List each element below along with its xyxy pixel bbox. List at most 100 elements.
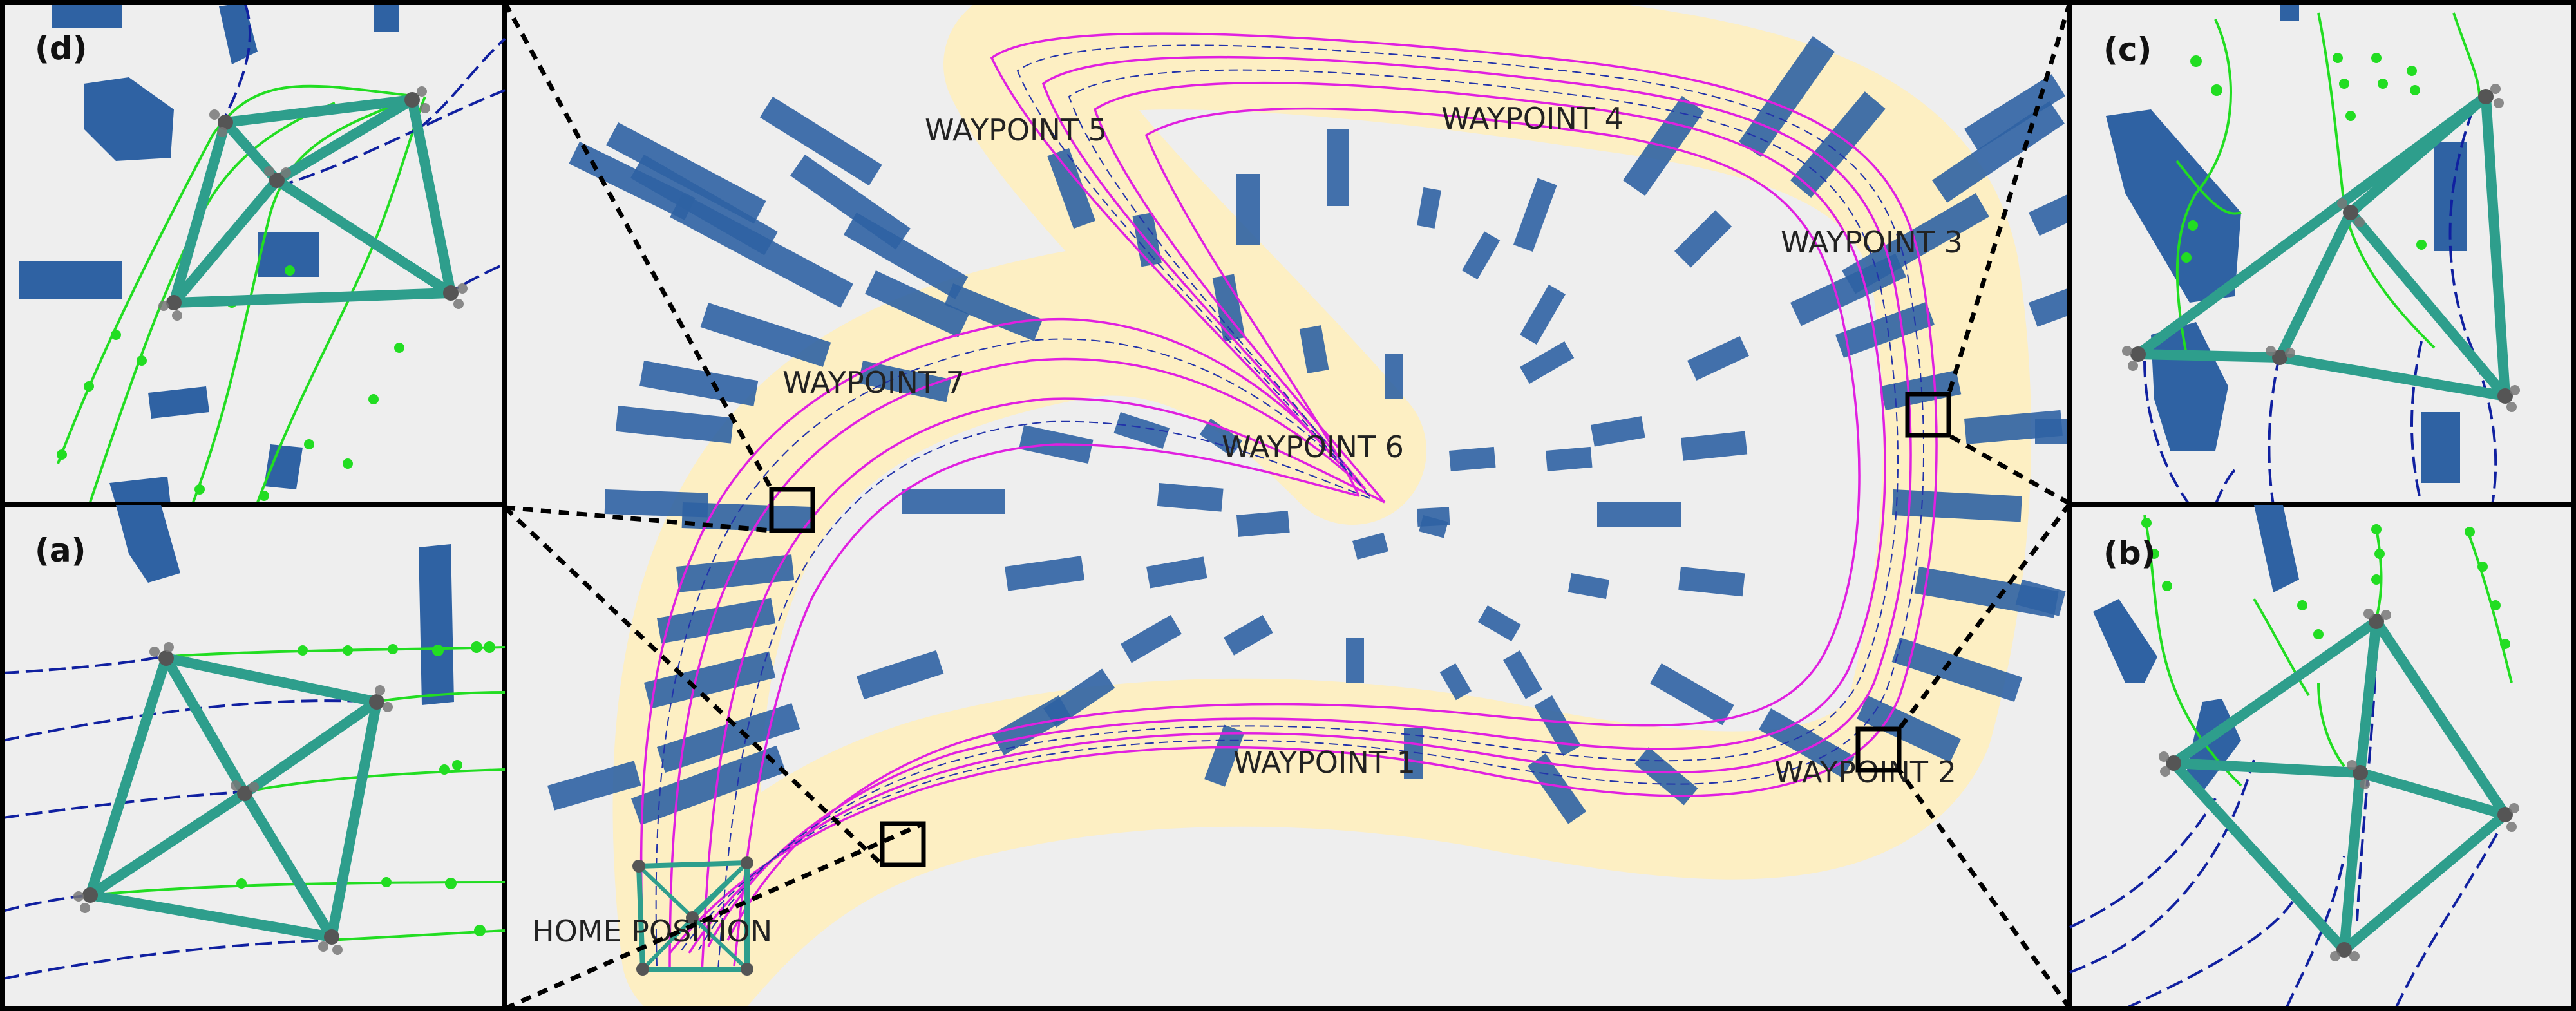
reference-path xyxy=(698,69,1899,970)
building xyxy=(902,489,1005,514)
green-dot xyxy=(343,645,353,656)
formation-edge xyxy=(2133,349,2285,363)
building xyxy=(1513,178,1557,252)
green-dot xyxy=(445,878,457,889)
blue-trail xyxy=(2410,341,2423,506)
green-trail xyxy=(2253,598,2310,697)
formation-edge xyxy=(161,653,382,707)
building xyxy=(1462,231,1501,279)
drone-marker xyxy=(158,295,182,321)
building xyxy=(2029,287,2080,327)
inset-b-formation xyxy=(2159,609,2519,961)
green-trail xyxy=(160,646,506,658)
building xyxy=(1880,370,1962,411)
building xyxy=(1212,274,1245,341)
building xyxy=(52,3,122,28)
formation-edge xyxy=(85,653,171,900)
drone-marker xyxy=(686,911,699,924)
green-dot xyxy=(381,877,392,887)
green-trail xyxy=(256,96,426,503)
formation-edge xyxy=(327,697,382,942)
building xyxy=(1417,507,1450,527)
drone-marker xyxy=(73,887,98,913)
building xyxy=(1678,567,1745,597)
green-dot xyxy=(2162,581,2172,591)
reference-path xyxy=(655,44,1925,967)
green-dot xyxy=(2371,524,2382,534)
zoom-connector xyxy=(502,1,774,491)
blue-trail xyxy=(2,656,162,674)
building xyxy=(1681,431,1748,461)
formation-edge xyxy=(169,288,456,308)
green-dot xyxy=(298,645,308,656)
drone-marker xyxy=(2347,760,2370,789)
waypoint-label-7: WAYPOINT 7 xyxy=(782,365,965,400)
building xyxy=(2015,580,2066,616)
building xyxy=(1503,650,1542,699)
green-dot xyxy=(285,265,295,276)
blue-trail xyxy=(2268,354,2281,506)
inset-d: (d) xyxy=(0,0,507,507)
drone-marker xyxy=(2497,803,2519,832)
building xyxy=(1687,335,1749,381)
home-formation xyxy=(632,856,753,976)
blue-trail xyxy=(224,2,252,117)
building xyxy=(1346,638,1364,683)
building xyxy=(2093,599,2157,683)
blue-trail xyxy=(2143,360,2191,506)
green-dot xyxy=(2374,549,2385,559)
blue-trail xyxy=(2125,900,2294,1010)
green-dot xyxy=(2188,220,2198,231)
drone-marker xyxy=(149,642,174,666)
green-dot xyxy=(394,343,404,353)
inset-c-background xyxy=(2067,0,2576,507)
building xyxy=(865,270,970,337)
drone-marker xyxy=(404,86,430,113)
building xyxy=(2421,412,2460,483)
building xyxy=(790,155,911,250)
drone-marker xyxy=(2363,609,2391,629)
building xyxy=(1113,412,1170,449)
building xyxy=(606,122,766,224)
green-dot xyxy=(439,764,450,775)
safety-corridor xyxy=(612,0,2032,1011)
inset-b: (b) xyxy=(2067,502,2576,1011)
drone-marker xyxy=(264,166,291,188)
formation-edge xyxy=(240,788,337,942)
trajectory-path xyxy=(701,397,1385,973)
zoom-box-d xyxy=(769,487,815,533)
zoom-connector xyxy=(504,821,925,1011)
green-dot xyxy=(474,925,486,936)
formation-edge xyxy=(85,890,337,942)
blue-trail xyxy=(2285,856,2345,1009)
building xyxy=(700,302,831,367)
trajectory-path xyxy=(688,55,1912,954)
formation-edge xyxy=(272,95,417,185)
building xyxy=(1449,446,1496,471)
drone-marker xyxy=(2159,751,2181,777)
blue-trail xyxy=(2214,469,2236,506)
building xyxy=(1385,354,1403,399)
formation-edge xyxy=(169,175,282,308)
green-dot xyxy=(2490,600,2501,610)
zoom-connectors xyxy=(502,1,2072,1011)
zoom-connector xyxy=(1946,1,2072,395)
building xyxy=(1352,533,1389,560)
trajectory-path xyxy=(707,81,1886,947)
blue-trail xyxy=(2069,759,2255,974)
building xyxy=(1835,301,1935,358)
building xyxy=(1597,502,1681,527)
green-dot xyxy=(2149,549,2159,559)
building xyxy=(1534,695,1581,756)
formation-edge xyxy=(407,95,456,298)
drone-marker xyxy=(318,929,343,955)
green-dot xyxy=(2371,53,2382,63)
green-trail xyxy=(2317,682,2345,768)
building xyxy=(1739,36,1835,158)
green-dot xyxy=(57,449,67,460)
green-dot xyxy=(2339,79,2349,89)
inset-tag-b: (b) xyxy=(2103,534,2156,572)
building xyxy=(2280,3,2299,21)
trajectory-path xyxy=(733,443,1359,967)
